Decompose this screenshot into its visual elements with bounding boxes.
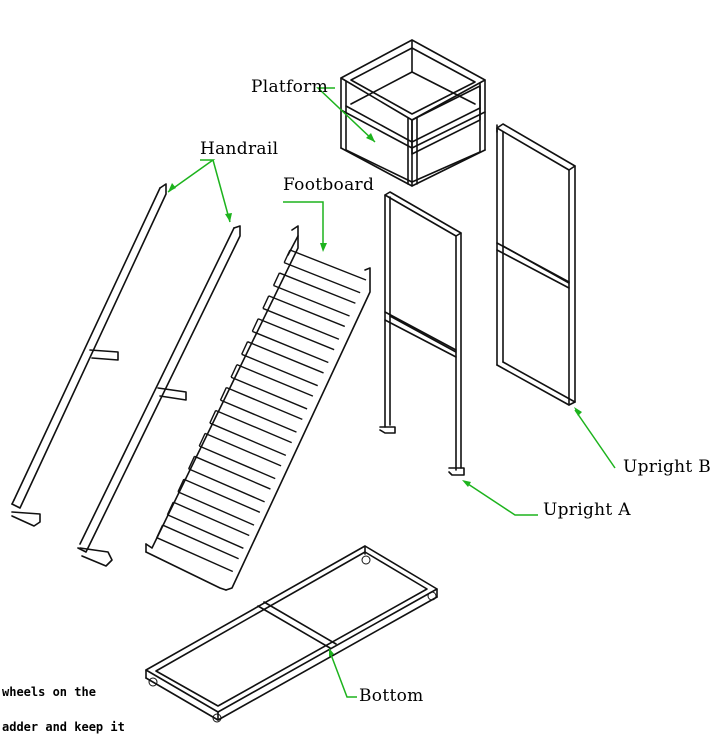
stair-tread-edge bbox=[162, 524, 239, 560]
stair-tread-edge bbox=[262, 295, 270, 309]
stair-tread-edge bbox=[219, 387, 227, 401]
stair-tread-edge bbox=[268, 295, 346, 328]
stair-tread-edge bbox=[183, 478, 261, 513]
note-text-line-1: wheels on the bbox=[2, 685, 96, 699]
stair-tread-edge bbox=[230, 376, 308, 410]
stair-tread-edge bbox=[156, 537, 234, 573]
upright-a-label: Upright A bbox=[543, 500, 631, 520]
upright-b-arrowhead bbox=[574, 407, 582, 416]
footboard-leader bbox=[283, 201, 324, 248]
stair-tread-edge bbox=[262, 307, 340, 340]
stair-tread bbox=[166, 501, 250, 549]
bottom-label: Bottom bbox=[359, 686, 424, 706]
footboard-label: Footboard bbox=[283, 175, 375, 195]
stair-tread-edge bbox=[220, 399, 297, 433]
handrail-arrowhead-1 bbox=[168, 183, 176, 192]
stair-tread bbox=[156, 524, 239, 573]
platform-label: Platform bbox=[251, 77, 329, 97]
stair-tread bbox=[262, 295, 346, 340]
footboard-arrowhead bbox=[320, 243, 327, 252]
stair-tread-edge bbox=[198, 433, 206, 447]
bottom-arrowhead bbox=[329, 648, 334, 657]
upright-b-leader bbox=[574, 409, 616, 469]
stair-tread-edge bbox=[273, 284, 350, 317]
handrail-label: Handrail bbox=[200, 139, 279, 159]
stair-tread bbox=[251, 318, 335, 364]
stair-tread-edge bbox=[283, 261, 361, 294]
bottom-part bbox=[145, 545, 438, 723]
bottom-leader bbox=[329, 651, 357, 698]
stair-tread bbox=[198, 432, 282, 480]
stair-tread bbox=[272, 272, 356, 317]
stair-tread-edge bbox=[241, 353, 318, 387]
handrail-right-part bbox=[77, 225, 241, 567]
upright-b-label: Upright B bbox=[623, 457, 712, 477]
stair-tread-edge bbox=[166, 501, 174, 516]
stair-tread-edge bbox=[289, 249, 367, 281]
stair-tread-edge bbox=[236, 363, 314, 397]
handrail-leader-2 bbox=[212, 159, 231, 223]
stair-tread-edge bbox=[252, 330, 329, 364]
platform-leader bbox=[316, 87, 376, 143]
platform-part bbox=[340, 39, 486, 187]
stair-tread bbox=[187, 455, 271, 503]
stair-tread-edge bbox=[209, 410, 217, 424]
stair-tread-edge bbox=[209, 422, 287, 457]
stair-tread bbox=[230, 363, 314, 410]
note-text-line-2: adder and keep it bbox=[2, 720, 125, 734]
upright-a-leader bbox=[464, 481, 538, 516]
callout-leaders bbox=[167, 87, 616, 698]
upright-a-arrowhead bbox=[462, 480, 471, 487]
stair-tread bbox=[177, 478, 261, 526]
stair-tread bbox=[209, 409, 292, 457]
stair-tread-edge bbox=[177, 491, 255, 526]
stair-tread-edge bbox=[272, 272, 281, 286]
handrail-left-part bbox=[11, 183, 167, 527]
stair-tread-edge bbox=[198, 445, 276, 480]
stair-tread bbox=[241, 341, 324, 387]
stair-tread-edge bbox=[215, 409, 292, 444]
stair-tread-edge bbox=[194, 455, 271, 490]
stair-tread-edge bbox=[283, 249, 291, 263]
stair-tread bbox=[219, 386, 303, 433]
stair-tread-edge bbox=[247, 341, 324, 374]
stair-tread-edge bbox=[226, 386, 303, 421]
upright-a-part bbox=[379, 191, 465, 476]
stair-tread-edge bbox=[251, 318, 259, 332]
stair-tread-edge bbox=[156, 524, 164, 538]
stair-tread bbox=[283, 249, 367, 294]
stair-tread-edge bbox=[187, 456, 196, 470]
stair-tread-edge bbox=[167, 514, 244, 549]
stair-tread-edge bbox=[177, 478, 185, 493]
stair-tread-edge bbox=[204, 432, 282, 467]
upright-b-part bbox=[496, 123, 576, 406]
stair-tread-edge bbox=[257, 318, 335, 351]
footboard-part bbox=[145, 225, 371, 591]
handrail-arrowhead-2 bbox=[225, 213, 232, 222]
stair-tread-edge bbox=[279, 272, 356, 304]
stair-tread-edge bbox=[241, 341, 249, 355]
stair-tread-edge bbox=[172, 501, 250, 537]
stair-tread-edge bbox=[188, 468, 265, 503]
platform-arrowhead bbox=[366, 133, 375, 142]
stair-tread-edge bbox=[230, 364, 238, 378]
